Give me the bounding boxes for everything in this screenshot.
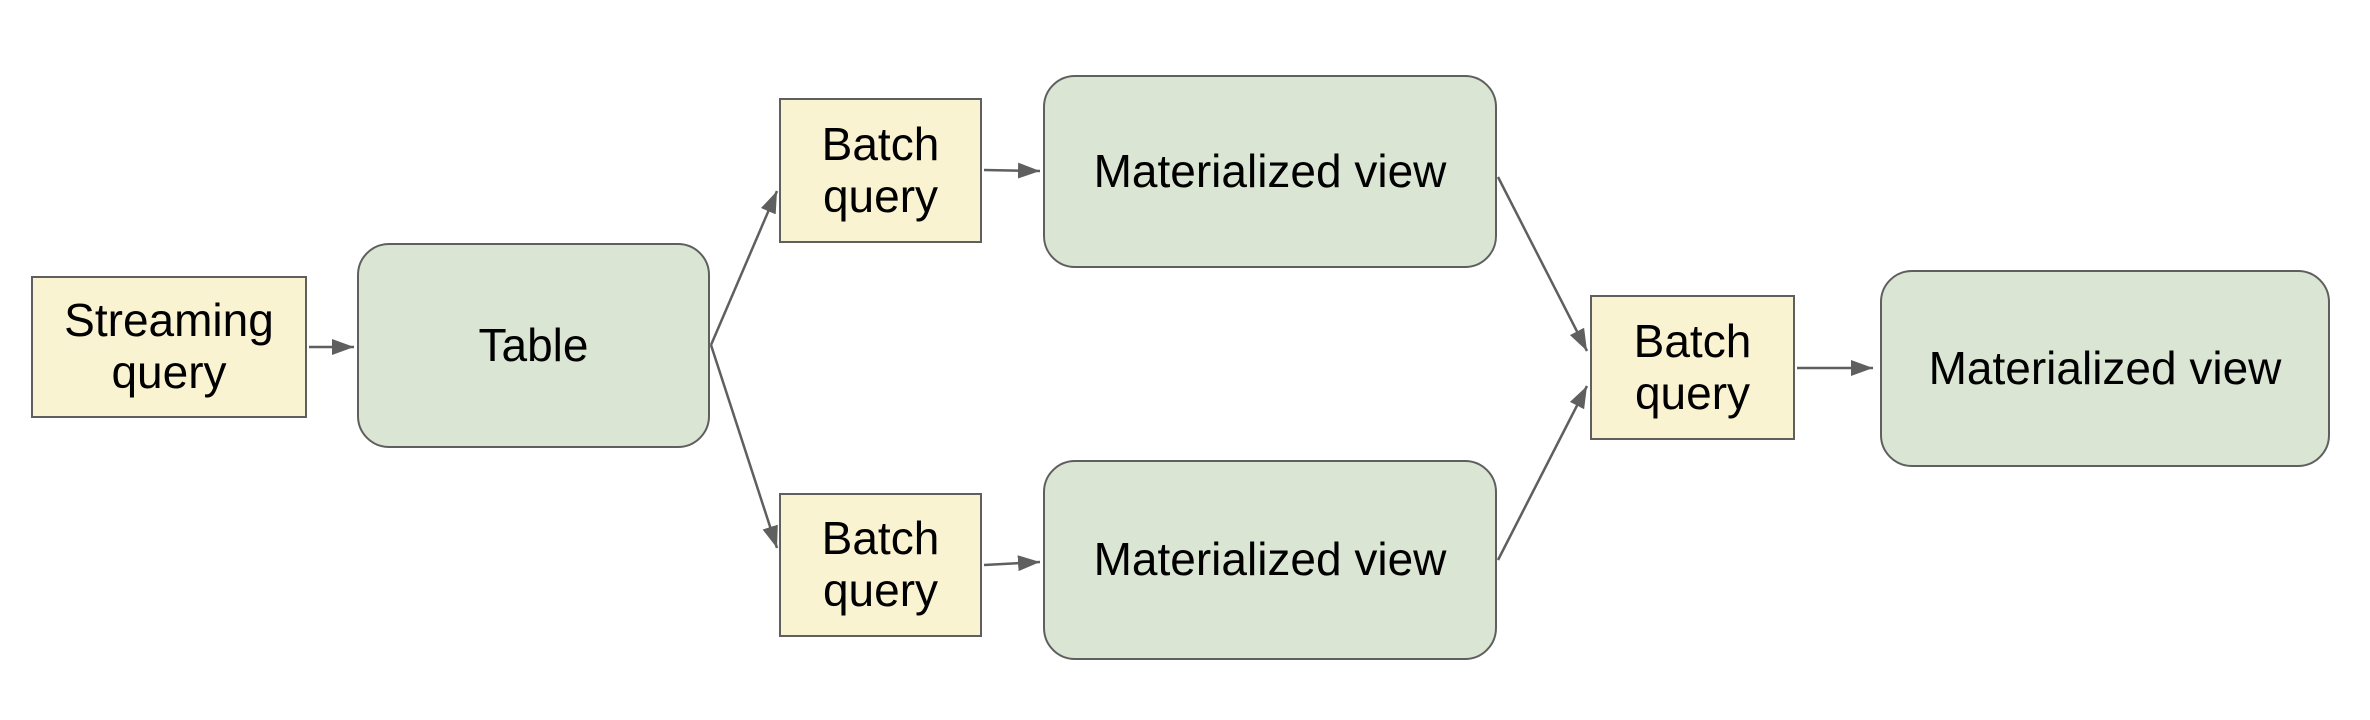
node-batch-query-right: Batch query (1590, 295, 1795, 440)
node-label: Materialized view (1928, 341, 2282, 394)
arrow-batch-bottom-to-mv-bottom (983, 555, 1041, 572)
arrow-mv-top-to-batch-right (1496, 176, 1589, 352)
arrow-mv-bottom-to-batch-right (1496, 385, 1589, 561)
node-label: Table (478, 318, 589, 371)
node-materialized-view-bottom: Materialized view (1043, 460, 1497, 660)
arrow-batch-top-to-mv-top (983, 162, 1041, 179)
node-materialized-view-right: Materialized view (1880, 270, 2330, 467)
node-label: Materialized view (1093, 144, 1447, 197)
node-batch-query-bottom: Batch query (779, 493, 982, 637)
arrow-table-to-batch-top (709, 190, 779, 346)
node-table: Table (357, 243, 710, 448)
node-label: Materialized view (1093, 533, 1447, 586)
node-label: Batch query (1633, 314, 1752, 419)
arrow-table-to-batch-bottom (709, 344, 779, 549)
node-label: Batch query (821, 512, 940, 616)
node-materialized-view-top: Materialized view (1043, 75, 1497, 268)
node-batch-query-top: Batch query (779, 98, 982, 243)
node-label: Streaming query (64, 294, 274, 398)
node-label: Batch query (821, 117, 940, 222)
node-streaming-query: Streaming query (31, 276, 307, 418)
